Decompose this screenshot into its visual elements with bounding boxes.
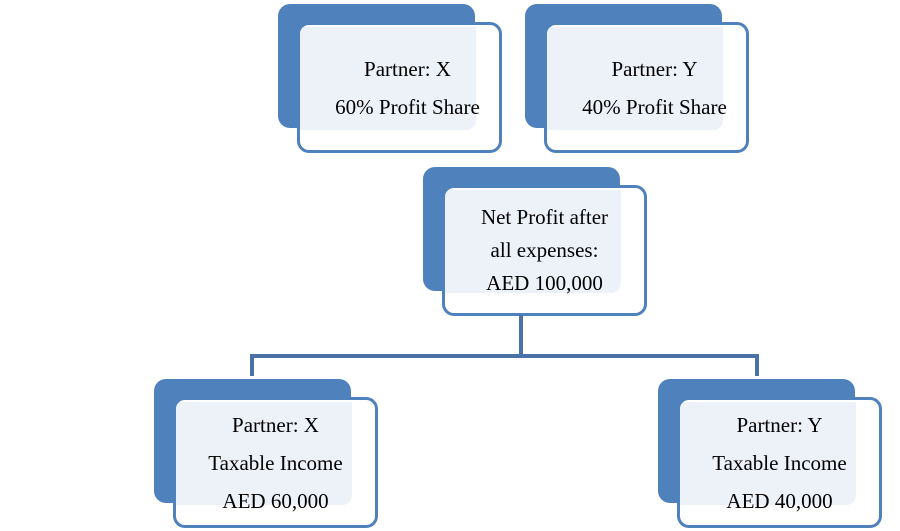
node-label: Taxable Income xyxy=(208,450,343,475)
partner-x-income-node: Partner: X Taxable Income AED 60,000 xyxy=(154,379,381,528)
node-box xyxy=(173,397,378,528)
node-box xyxy=(442,185,647,316)
node-box xyxy=(677,397,882,528)
node-label: Partner: Y xyxy=(611,56,698,81)
node-label: Partner: Y xyxy=(736,412,823,437)
node-label: 60% Profit Share xyxy=(335,94,480,119)
partner-y-income-node: Partner: Y Taxable Income AED 40,000 xyxy=(658,379,885,528)
node-label: Taxable Income xyxy=(712,450,847,475)
connector-left xyxy=(250,354,254,376)
node-label: 40% Profit Share xyxy=(582,94,727,119)
node-label: Net Profit after xyxy=(480,205,609,229)
node-label: all expenses: xyxy=(490,238,599,262)
node-label: Partner: X xyxy=(232,412,319,437)
node-label: AED 40,000 xyxy=(726,488,833,513)
node-box xyxy=(297,22,502,153)
node-box xyxy=(544,22,749,153)
partner-x-share-node: Partner: X 60% Profit Share xyxy=(278,4,505,153)
node-label: Partner: X xyxy=(364,56,451,81)
node-label: AED 100,000 xyxy=(486,271,603,295)
connector-trunk xyxy=(519,315,523,358)
net-profit-node: Net Profit after all expenses: AED 100,0… xyxy=(423,167,650,316)
connector-right xyxy=(755,354,759,376)
partner-y-share-node: Partner: Y 40% Profit Share xyxy=(525,4,752,153)
connector-bar xyxy=(250,354,759,358)
node-label: AED 60,000 xyxy=(222,488,329,513)
